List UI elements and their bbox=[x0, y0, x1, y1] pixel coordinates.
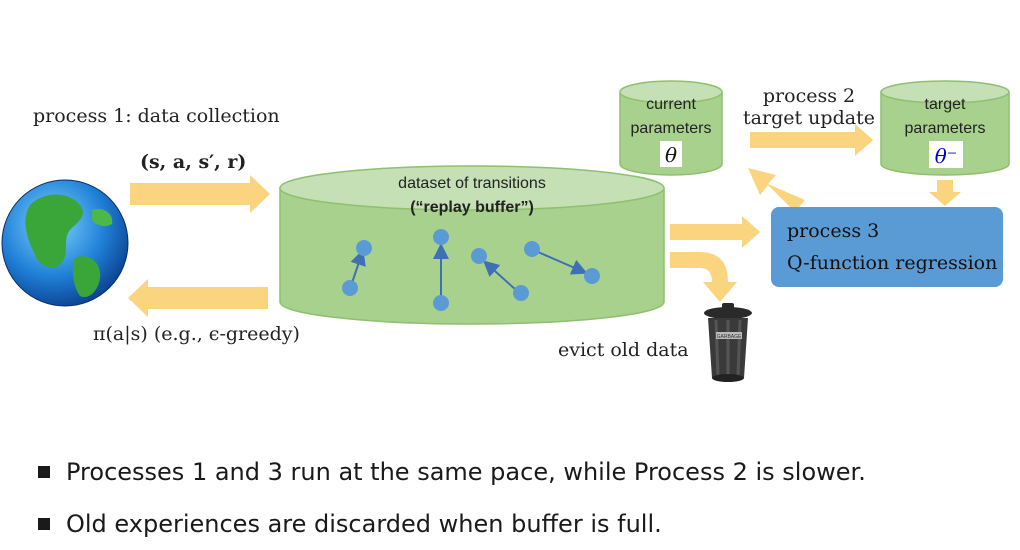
transition-dot bbox=[433, 229, 449, 245]
theta-minus-symbol: θ⁻ bbox=[935, 144, 958, 168]
arrow-evict bbox=[670, 252, 737, 302]
bullet-text: Processes 1 and 3 run at the same pace, … bbox=[66, 458, 866, 486]
transition-dot bbox=[342, 280, 358, 296]
process2-label-1: process 2 bbox=[763, 85, 855, 107]
arrow-process3-to-current bbox=[748, 168, 805, 212]
replay-buffer-diagram: process 1: data collection (s, a, s′, r)… bbox=[1, 80, 1010, 382]
transition-dot bbox=[356, 240, 372, 256]
transition-dot bbox=[433, 295, 449, 311]
evict-label: evict old data bbox=[558, 339, 689, 361]
transition-samples bbox=[342, 229, 600, 311]
current-params-label-1: current bbox=[646, 96, 696, 113]
arrow-target-update bbox=[750, 124, 873, 156]
earth-globe-icon bbox=[1, 179, 129, 307]
process3-label-1: process 3 bbox=[787, 220, 879, 242]
bullet-list: Processes 1 and 3 run at the same pace, … bbox=[38, 446, 866, 550]
dataset-label: dataset of transitions bbox=[398, 175, 546, 192]
transition-tuple-label: (s, a, s′, r) bbox=[140, 151, 246, 173]
replay-buffer-label: (“replay buffer”) bbox=[410, 199, 534, 216]
transition-dot bbox=[471, 248, 487, 264]
bullet-text: Old experiences are discarded when buffe… bbox=[66, 510, 662, 538]
bullet-square-icon bbox=[38, 518, 50, 530]
transition-dot bbox=[524, 241, 540, 257]
process1-label: process 1: data collection bbox=[33, 105, 280, 127]
current-parameters-cylinder bbox=[619, 80, 723, 176]
bullet-item: Processes 1 and 3 run at the same pace, … bbox=[38, 446, 866, 498]
target-params-label-1: target bbox=[925, 96, 966, 113]
arrow-to-policy bbox=[128, 279, 268, 317]
trash-label: GARBAGE bbox=[717, 334, 742, 340]
transition-dot bbox=[584, 268, 600, 284]
theta-minus-box bbox=[929, 141, 963, 168]
target-parameters-cylinder bbox=[880, 80, 1010, 176]
current-params-label-2: parameters bbox=[631, 120, 712, 137]
policy-label: π(a|s) (e.g., ϵ-greedy) bbox=[93, 323, 300, 345]
process3-label-2: Q-function regression bbox=[787, 252, 997, 274]
arrow-to-buffer bbox=[130, 175, 270, 213]
process3-box bbox=[771, 207, 1003, 287]
bullet-square-icon bbox=[38, 466, 50, 478]
trash-can-icon: GARBAGE bbox=[704, 303, 752, 382]
arrow-buffer-to-process3 bbox=[670, 216, 760, 248]
bullet-item: Old experiences are discarded when buffe… bbox=[38, 498, 866, 550]
theta-box bbox=[660, 141, 682, 167]
transition-dot bbox=[513, 285, 529, 301]
theta-symbol: θ bbox=[665, 143, 677, 167]
target-params-label-2: parameters bbox=[905, 120, 986, 137]
process2-label-2: target update bbox=[743, 107, 875, 129]
arrow-target-to-process3 bbox=[929, 180, 961, 206]
